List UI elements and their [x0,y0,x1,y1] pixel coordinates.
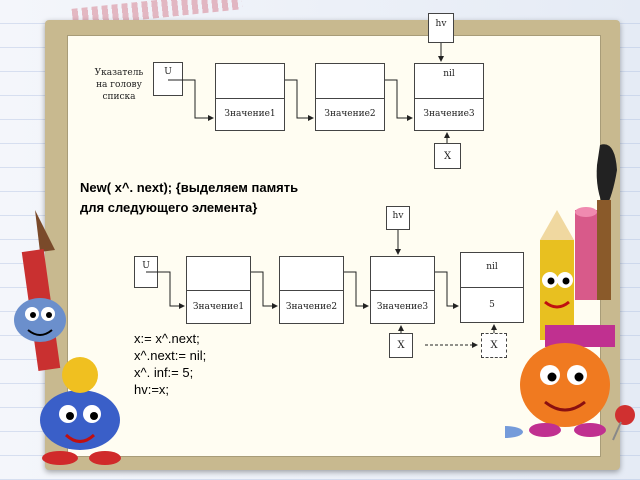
node2-3: Значение3 [370,256,435,324]
node2-4-nil: nil [486,262,498,272]
node2-3-value: Значение3 [376,301,429,312]
head-pointer-label-2: U [142,261,150,271]
node-3: nil Значение3 [414,63,484,131]
x-pointer-label-2: X [397,340,405,351]
node2-4-value: 5 [489,299,495,310]
x-new-pointer-label: X [490,340,498,351]
head-pointer-box-2: U [134,256,158,288]
instruction-line-2: для следующего элемента} [80,200,258,215]
head-pointer-caption: Указатель на голову списка [94,68,144,102]
cartoon-pencils-right [505,144,635,441]
code-line-2: x^.next:= nil; [134,348,207,363]
hv-label-2: hv [392,211,404,221]
head-pointer-box: U [153,62,183,96]
node2-4: nil 5 [460,252,524,323]
head-pointer-label: U [164,67,172,77]
node-1: Значение1 [215,63,285,131]
node-1-value: Значение1 [224,109,276,119]
code-line-3: x^. inf:= 5; [134,365,194,380]
node2-2: Значение2 [279,256,344,324]
x-pointer-box: X [434,143,461,169]
hv-label: hv [435,19,447,29]
code-line-1: x:= x^.next; [134,331,200,346]
code-block: x:= x^.next; x^.next:= nil; x^. inf:= 5;… [134,330,206,398]
node2-1-value: Значение1 [192,301,245,312]
node-2-value: Значение2 [324,109,376,119]
x-pointer-label: X [443,150,452,162]
instruction-text: New( x^. next); {выделяем память для сле… [80,178,298,218]
x-new-pointer-box: X [481,333,507,358]
node2-1: Значение1 [186,256,251,324]
cartoon-pencil-left [14,210,121,465]
hv-box: hv [428,13,454,43]
node-2: Значение2 [315,63,385,131]
x-pointer-box-2: X [389,333,413,358]
code-line-4: hv:=x; [134,382,170,397]
hv-box-2: hv [386,206,410,230]
instruction-line-1: New( x^. next); {выделяем память [80,180,299,195]
node2-2-value: Значение2 [285,301,338,312]
node-3-value: Значение3 [423,109,475,119]
node-3-nil: nil [443,69,455,79]
